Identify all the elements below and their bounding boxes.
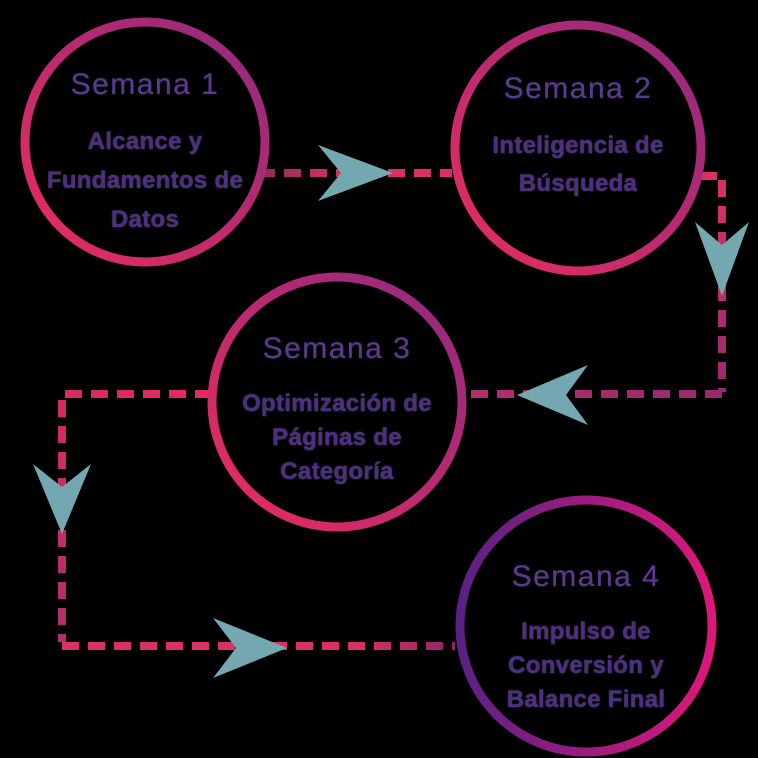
subtitle-line: Alcance y	[87, 128, 203, 155]
circle-semana-3	[207, 272, 467, 532]
circle-semana-2	[450, 20, 706, 276]
subtitle-line: Categoría	[280, 458, 394, 485]
arrow-right-icon	[318, 145, 393, 201]
subtitle-line: Fundamentos de	[46, 167, 244, 194]
node-subtitle-semana-3: Optimización de Páginas de Categoría	[206, 387, 468, 489]
subtitle-line: Páginas de	[272, 424, 402, 451]
arrow-down-icon	[695, 222, 749, 296]
subtitle-line: Balance Final	[506, 686, 666, 713]
subtitle-line: Impulso de	[521, 618, 651, 645]
arrow-left-icon	[517, 365, 588, 425]
arrow-down-left-icon	[33, 464, 91, 534]
subtitle-line: Búsqueda	[518, 170, 638, 197]
node-subtitle-semana-2: Inteligencia de Búsqueda	[447, 127, 709, 203]
circle-semana-4	[455, 495, 717, 757]
arrow-right-bottom-icon	[213, 618, 287, 678]
subtitle-line: Datos	[110, 206, 180, 233]
subtitle-line: Inteligencia de	[492, 132, 664, 159]
subtitle-line: Optimización de	[242, 390, 432, 417]
connector-semana2-down	[700, 172, 726, 392]
node-subtitle-semana-1: Alcance y Fundamentos de Datos	[14, 122, 276, 239]
connector-semana3-down	[58, 390, 212, 642]
node-subtitle-semana-4: Impulso de Conversión y Balance Final	[455, 615, 717, 717]
circle-semana-1	[20, 17, 270, 267]
subtitle-line: Conversión y	[508, 652, 664, 679]
